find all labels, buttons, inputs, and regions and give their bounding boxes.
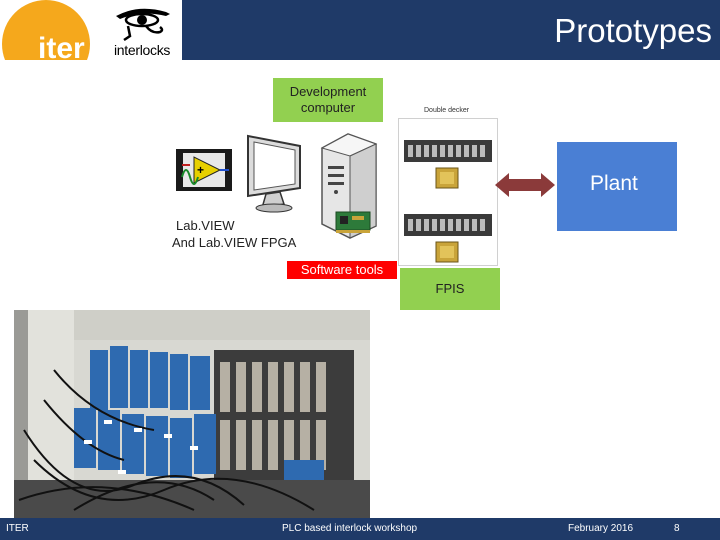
upper-chassis-icon <box>404 140 492 189</box>
plant-box <box>557 142 677 231</box>
footer-left: ITER <box>6 523 29 534</box>
iter-logo: iter <box>2 0 90 60</box>
fpis-label: FPIS <box>435 281 465 296</box>
lower-chassis-icon <box>404 214 492 263</box>
development-computer-box: Development computer <box>273 78 383 122</box>
svg-text:+: + <box>197 163 204 177</box>
labview-line2: And Lab.VIEW FPGA <box>172 235 297 250</box>
interlocks-logo-text: interlocks <box>114 42 171 58</box>
eye-of-horus-icon <box>116 8 170 42</box>
iter-logo-text: iter <box>38 32 85 60</box>
double-decker-chassis <box>398 118 498 266</box>
software-tools-box: Software tools <box>287 261 397 279</box>
double-arrow-icon <box>495 173 555 197</box>
monitor-icon <box>247 134 301 213</box>
footer-page-number: 8 <box>674 523 680 534</box>
header-bar <box>182 0 720 60</box>
footer-date: February 2016 <box>568 523 634 534</box>
double-decker-label: Double decker <box>424 107 470 114</box>
labview-icon: + <box>176 149 232 191</box>
footer-bar <box>0 518 720 540</box>
plant-label: Plant <box>590 172 638 195</box>
labview-caption: Lab.VIEW And Lab.VIEW FPGA <box>172 217 296 251</box>
slide-title: Prototypes <box>554 12 712 49</box>
development-computer-label: Development computer <box>289 84 367 115</box>
hardware-photo <box>14 310 370 518</box>
computer-tower-icon <box>320 133 378 239</box>
fpis-box: FPIS <box>400 268 500 310</box>
labview-line1: Lab.VIEW <box>176 218 235 233</box>
footer-workshop: PLC based interlock workshop <box>282 523 418 534</box>
